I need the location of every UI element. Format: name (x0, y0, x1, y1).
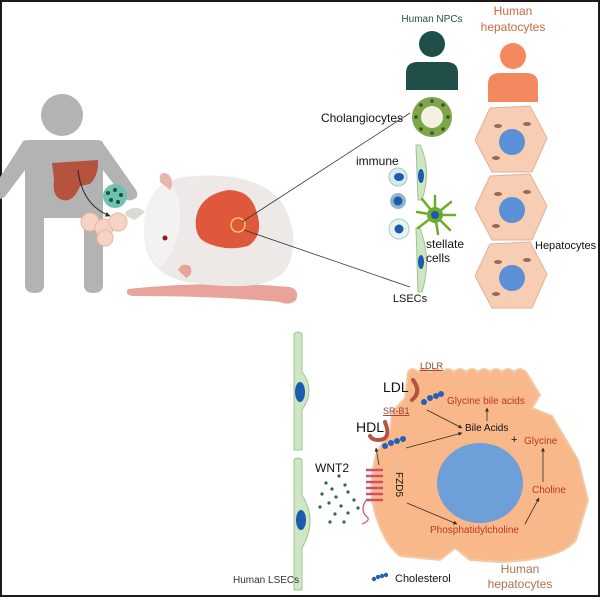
immune-cells-icon (388, 167, 410, 240)
wnt2-particle (330, 487, 334, 491)
wnt2-particle (318, 505, 322, 509)
wnt2-particle (320, 492, 324, 496)
wnt2-particle (324, 481, 328, 485)
nucleus-icon (437, 443, 523, 523)
pointer-line-bottom (243, 229, 411, 288)
glycine-bile-acids-label: Glycine bile acids (447, 396, 525, 407)
ldlr-receptor-icon (410, 378, 420, 402)
plus-sign: + (511, 434, 517, 446)
wnt2-particle (346, 511, 350, 515)
choline-label: Choline (532, 485, 566, 496)
ldl-label: LDL (383, 379, 409, 395)
mouse-icon (125, 173, 298, 304)
fzd5-receptor-icon (361, 468, 383, 525)
cholangiocyte-icon (412, 97, 452, 137)
lsec-cells-icon (415, 144, 428, 293)
arrow-fzd5-to-srb1 (374, 447, 380, 466)
human-liver-icon (52, 160, 99, 201)
wnt2-particles-icon (318, 474, 360, 524)
stellate-label-1: stellate (426, 237, 464, 251)
hepatocytes-label: Hepatocytes (535, 240, 597, 252)
human-hepatocytes-label-2: hepatocytes (481, 20, 546, 34)
wnt2-particle (352, 498, 356, 502)
human-liver-arrow (77, 169, 111, 217)
arrow-fzd5-to-pc (406, 502, 458, 525)
glycine-label: Glycine (524, 436, 558, 447)
bottom-hepatocytes-label-1: Human (501, 562, 540, 576)
human-lsecs-label: Human LSECs (233, 575, 299, 586)
npc-person-icon (406, 31, 458, 90)
arrow-pc-to-choline (524, 497, 540, 525)
npc-cluster-icon (103, 184, 127, 208)
hepatocyte-cell-icon (474, 241, 548, 309)
stellate-cell-icon (415, 194, 457, 236)
human-lsec-top-icon (293, 331, 310, 451)
phosphatidylcholine-label: Phosphatidylcholine (430, 525, 519, 536)
cholesterol-legend-label: Cholesterol (395, 573, 451, 585)
cholesterol-legend-icon (371, 572, 389, 582)
human-hepatocyte-cluster-icon (80, 212, 128, 247)
wnt2-particle (339, 504, 343, 508)
bottom-hepatocytes-label-2: hepatocytes (488, 577, 553, 591)
lsecs-label: LSECs (393, 293, 428, 305)
human-figure-icon (0, 94, 138, 293)
wnt2-particle (333, 512, 337, 516)
bile-acids-label: Bile Acids (465, 423, 508, 434)
srb1-receptor-icon (368, 420, 390, 443)
arrow-ldl-to-bile-acids (426, 409, 463, 429)
human-npcs-label: Human NPCs (401, 14, 462, 25)
wnt2-particle (327, 501, 331, 505)
cholesterol-hdl-icon (382, 436, 406, 449)
pointer-line-top (241, 112, 411, 223)
wnt2-particle (346, 490, 350, 494)
stellate-label-2: cells (426, 251, 450, 265)
human-lsec-bottom-icon (293, 457, 311, 591)
wnt2-particle (337, 474, 341, 478)
wnt2-particle (328, 520, 332, 524)
arrow-hdl-to-bile-acids (405, 431, 463, 449)
immune-label: immune (356, 154, 399, 168)
cholangiocytes-label: Cholangiocytes (321, 111, 403, 125)
wnt2-label: WNT2 (315, 461, 349, 475)
srb1-label: SR-B1 (383, 406, 410, 416)
hepatocyte-cell-icon (474, 105, 548, 173)
cholesterol-ldl-icon (421, 391, 444, 405)
fzd5-label: FZD5 (393, 472, 404, 497)
human-hepatocytes-label-1: Human (494, 4, 533, 18)
wnt2-particle (356, 506, 360, 510)
hepatocyte-cell-icon (474, 173, 548, 241)
ldlr-label: LDLR (420, 361, 444, 371)
hdl-label: HDL (356, 419, 384, 435)
hepatocyte-person-icon (488, 43, 538, 102)
wnt2-particle (343, 483, 347, 487)
wnt2-particle (334, 495, 338, 499)
wnt2-particle (342, 520, 346, 524)
